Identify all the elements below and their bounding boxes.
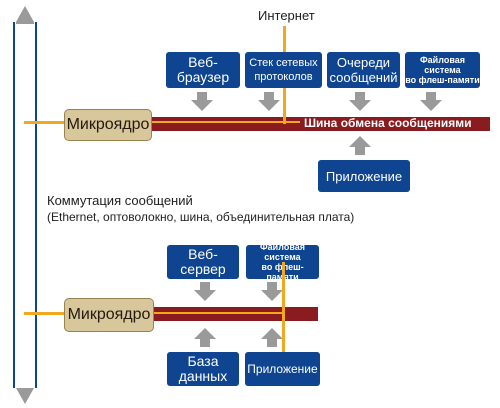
bottom-module-arrows: [194, 282, 283, 347]
flash-fs-box: Файловая система во флеш-памяти: [405, 52, 480, 88]
arrow-down-icon: [258, 92, 280, 111]
bottom-vertical-line: [282, 262, 285, 352]
top-message-bus: [150, 117, 490, 131]
switching-subtitle: (Ethernet, оптоволокно, шина, объедините…: [47, 210, 355, 224]
internet-label: Интернет: [258, 8, 315, 23]
top-microkernel: Микроядро: [64, 109, 152, 141]
arrow-down-icon: [349, 92, 371, 111]
network-stack-box: Стек сетевых протоколов: [245, 52, 322, 88]
top-rail-connector: [24, 121, 66, 124]
top-bus-line: [150, 121, 300, 123]
arrow-up-icon: [261, 328, 283, 347]
bottom-rail-connector: [24, 312, 66, 315]
arrow-down-icon: [191, 92, 213, 111]
rail-arrow-down-icon: [16, 388, 34, 404]
arrow-up-icon: [194, 328, 216, 347]
message-queues-box: Очереди сообщений: [327, 52, 400, 88]
bus-label: Шина обмена сообщениями: [304, 116, 472, 130]
top-application-box: Приложение: [318, 160, 410, 192]
arrow-up-icon: [349, 136, 371, 155]
top-module-arrows: [191, 92, 442, 155]
bottom-bus-line: [152, 312, 282, 314]
rail-arrow-up-icon: [16, 6, 34, 22]
bottom-microkernel: Микроядро: [64, 298, 154, 332]
arrow-down-icon: [261, 282, 283, 301]
web-browser-box: Веб- браузер: [166, 52, 240, 88]
arrow-down-icon: [420, 92, 442, 111]
arrow-down-icon: [194, 282, 216, 301]
web-server-box: Веб- сервер: [167, 245, 239, 279]
switching-rail: [13, 6, 37, 404]
database-box: База данных: [167, 352, 239, 386]
bottom-application-box: Приложение: [245, 352, 320, 386]
switching-title: Коммутация сообщений: [47, 193, 193, 208]
bottom-message-bus: [152, 307, 318, 321]
